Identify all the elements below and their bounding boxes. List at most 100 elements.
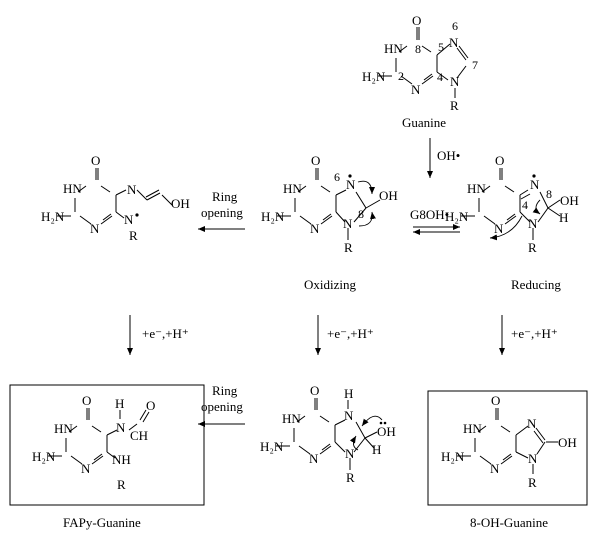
ring-open-o: O xyxy=(91,153,100,168)
guanine-h2n: H₂N xyxy=(362,69,386,84)
hydroxy-oh: OH xyxy=(377,424,396,439)
ring-open-oh: OH xyxy=(171,196,190,211)
guanine-o: O xyxy=(412,13,421,28)
oh8-box xyxy=(427,390,588,506)
fapy-nh: NH xyxy=(112,452,131,467)
fapy-h: H xyxy=(115,396,124,411)
reducing-oh: OH xyxy=(560,193,579,208)
oh-radical-label: OH• xyxy=(437,148,460,163)
fapy-ch: CH xyxy=(130,428,148,443)
reducing-curved-arrow-out xyxy=(489,215,523,241)
reducing-curved-arrow-ring xyxy=(532,199,541,215)
fapy-o: O xyxy=(82,393,91,408)
oxidizing-n9: N xyxy=(343,216,353,231)
reducing-h: H xyxy=(559,210,568,225)
guanine-label: Guanine xyxy=(402,115,446,130)
ring-open-r: R xyxy=(129,228,138,243)
oxidizing-num-8: 8 xyxy=(358,207,364,221)
reducing-n3: N xyxy=(494,221,504,236)
reducing-label: Reducing xyxy=(511,277,561,292)
guanine-num-4: 4 xyxy=(437,70,443,84)
guanine-n7: N xyxy=(449,35,459,50)
reducing-num-8: 8 xyxy=(546,187,552,201)
oh8-o: O xyxy=(491,393,500,408)
reducing-n9: N xyxy=(528,216,538,231)
oh8-n9: N xyxy=(528,451,538,466)
hydroxy-h: H xyxy=(344,386,353,401)
fapy-box xyxy=(9,384,205,506)
oh8-hn: HN xyxy=(463,421,482,436)
oxidizing-radical-dot xyxy=(348,174,352,178)
oxidizing-curved-arrow-top xyxy=(357,180,375,195)
reducing-num-4: 4 xyxy=(522,198,528,212)
fapy-label: FAPy-Guanine xyxy=(63,515,141,530)
oxidizing-hn: HN xyxy=(283,181,302,196)
hydroxy-r: R xyxy=(346,470,355,485)
fapy-h2n: H₂N xyxy=(32,449,56,464)
oxidizing-r: R xyxy=(344,240,353,255)
guanine-n9: N xyxy=(450,74,460,89)
ring-open-n3: N xyxy=(90,221,100,236)
oh8-oh: OH xyxy=(558,435,577,450)
guanine-n3: N xyxy=(411,82,421,97)
hydroxy-n3: N xyxy=(309,451,319,466)
oxidizing-label: Oxidizing xyxy=(304,277,356,292)
reduction-right-label: +e⁻,+H⁺ xyxy=(511,326,558,341)
hydroxy-o: O xyxy=(310,383,319,398)
reducing-hn: HN xyxy=(467,181,486,196)
oxidizing-num-7: 6 xyxy=(334,170,340,184)
fapy-hn: HN xyxy=(54,421,73,436)
guanine-num-8: 7 xyxy=(472,58,478,72)
oxidizing-curved-arrow-bottom xyxy=(358,211,376,227)
fapy-n3: N xyxy=(81,461,91,476)
reducing-o: O xyxy=(495,153,504,168)
guanine-hn: HN xyxy=(384,41,403,56)
fapy-n: N xyxy=(116,420,126,435)
reducing-n7: N xyxy=(530,177,540,192)
hydroxy-h2: H xyxy=(372,442,381,457)
reducing-radical-dot xyxy=(532,174,536,178)
ring-open-n-radical: N xyxy=(124,212,134,227)
oxidizing-oh: OH xyxy=(379,188,398,203)
oh8-label: 8-OH-Guanine xyxy=(470,515,548,530)
oh8-r: R xyxy=(528,475,537,490)
oh8-h2n: H₂N xyxy=(441,449,465,464)
ring-open-radical-dot xyxy=(135,213,139,217)
oh8-n7: N xyxy=(527,416,537,431)
oxidizing-n7: N xyxy=(346,177,356,192)
fapy-structure: O H N O CH HN H₂N N NH R xyxy=(32,393,155,492)
guanine-num-6: 8 xyxy=(415,42,421,56)
ring-open-n-imine: N xyxy=(127,182,137,197)
hydroxy-lone-pair-dot-1 xyxy=(379,421,383,425)
reduction-middle-label: +e⁻,+H⁺ xyxy=(327,326,374,341)
reducing-structure: O HN H₂N N N OH H N R 4 8 Reducing xyxy=(445,153,579,292)
hydroxy-n7: N xyxy=(344,408,354,423)
reducing-h2n: H₂N xyxy=(445,209,469,224)
ring-opening-top-label-2: opening xyxy=(201,205,243,220)
g8oh-label: G8OH• xyxy=(410,207,449,222)
fapy-r: R xyxy=(117,477,126,492)
oxidizing-structure: O HN H₂N N N OH N R 6 8 Oxidizing xyxy=(261,153,398,292)
ring-opening-top-label-1: Ring xyxy=(212,189,238,204)
fapy-o-formyl: O xyxy=(146,398,155,413)
oh8-n3: N xyxy=(490,461,500,476)
oxidizing-o: O xyxy=(311,153,320,168)
hydroxy-curved-arrow-top xyxy=(361,415,383,427)
ring-open-radical-structure: O HN H₂N N N OH N R xyxy=(41,153,190,243)
oxidizing-h2n: H₂N xyxy=(261,209,285,224)
reducing-r: R xyxy=(528,240,537,255)
hydroxy-hn: HN xyxy=(282,411,301,426)
ring-open-hn: HN xyxy=(63,181,82,196)
guanine-num-5: 5 xyxy=(438,40,444,54)
oxidizing-n3: N xyxy=(310,221,320,236)
ring-opening-bottom-label-2: opening xyxy=(201,399,243,414)
guanine-num-2: 2 xyxy=(398,69,404,83)
ring-open-h2n: H₂N xyxy=(41,209,65,224)
reduction-left-label: +e⁻,+H⁺ xyxy=(142,326,189,341)
guanine-num-7: 6 xyxy=(452,19,458,33)
ring-opening-bottom-label-1: Ring xyxy=(212,383,238,398)
oh8-structure: O HN H₂N N N OH N R xyxy=(441,393,577,490)
hydroxy-n9: N xyxy=(345,446,355,461)
hydroxy-h2n: H₂N xyxy=(260,439,284,454)
